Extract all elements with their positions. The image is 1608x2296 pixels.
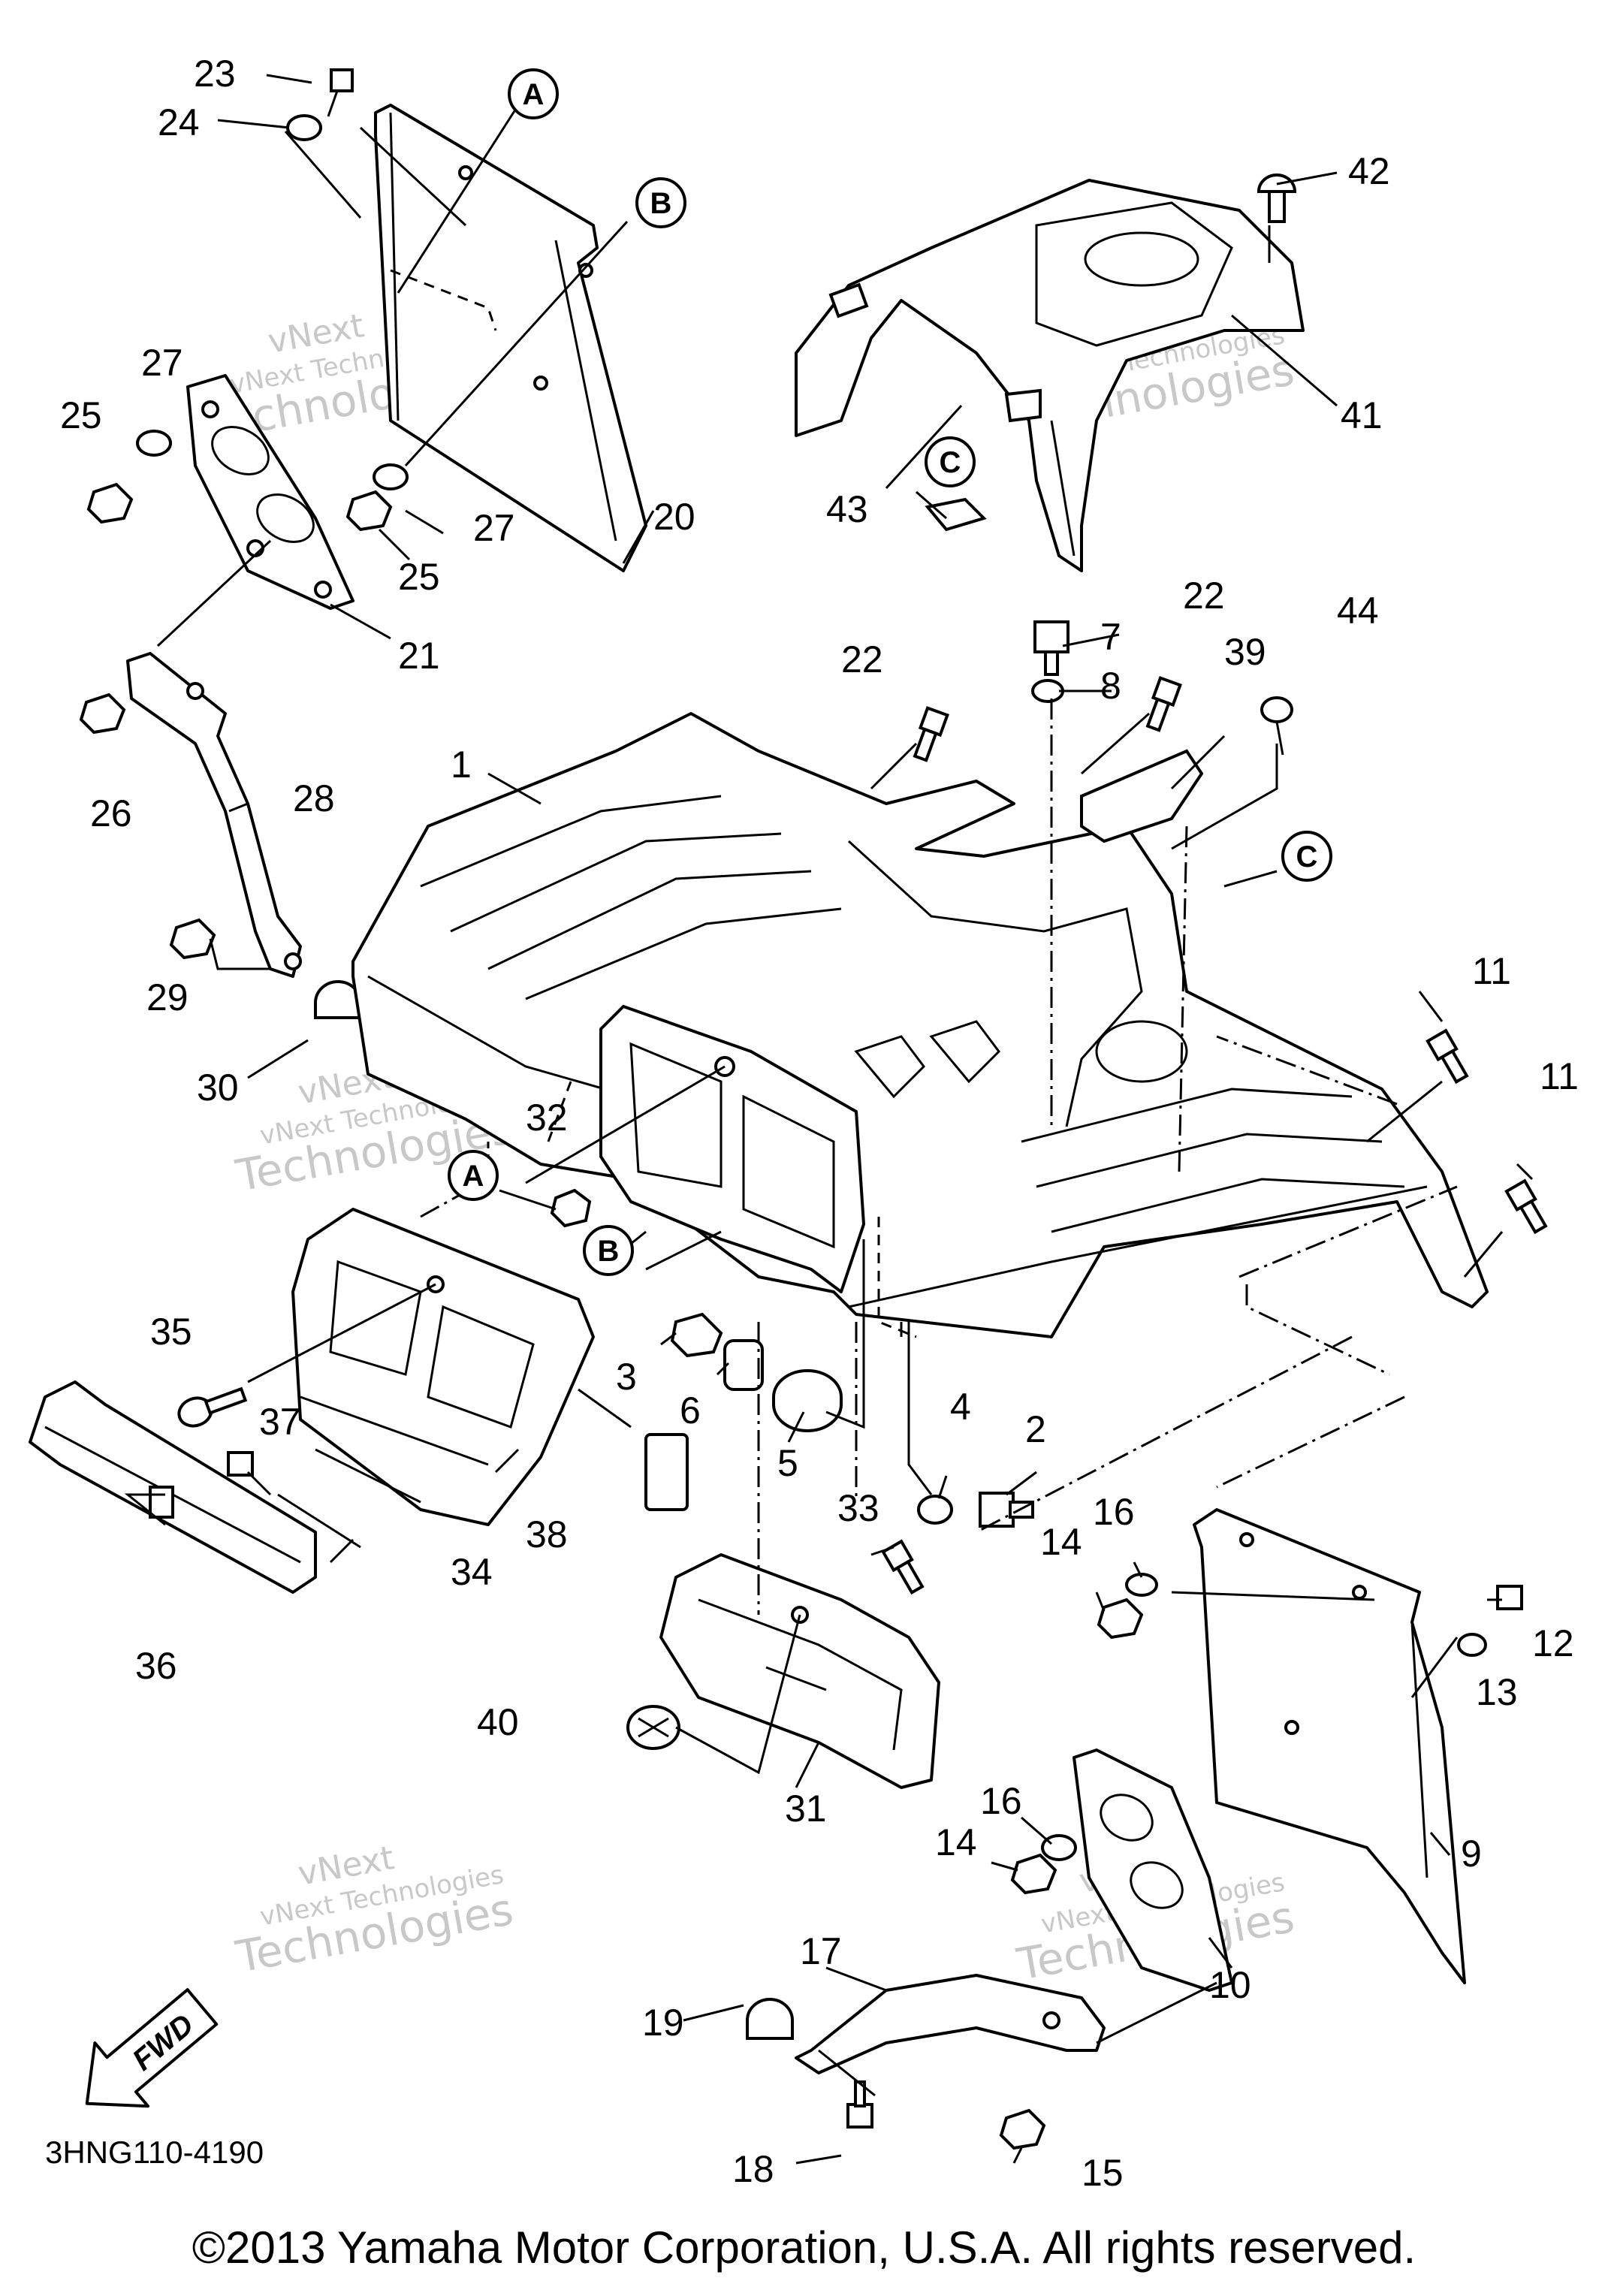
callout-26: 26 bbox=[90, 792, 132, 834]
copyright-notice: ©2013 Yamaha Motor Corporation, U.S.A. A… bbox=[192, 2222, 1416, 2273]
part-34-headlight-cover bbox=[291, 1208, 595, 1526]
callout-31: 31 bbox=[785, 1788, 827, 1830]
svg-text:B: B bbox=[650, 187, 672, 220]
ref-a-mid: A bbox=[448, 1150, 499, 1201]
ref-c-top: C bbox=[925, 436, 976, 487]
callout-16: 16 bbox=[980, 1780, 1022, 1822]
part-9-side-panel bbox=[1193, 1508, 1466, 1984]
callout-33: 33 bbox=[837, 1487, 879, 1529]
callout-4: 4 bbox=[950, 1386, 971, 1428]
callout-11: 11 bbox=[1540, 1055, 1579, 1097]
callout-12: 12 bbox=[1532, 1622, 1574, 1664]
callout-25: 25 bbox=[398, 556, 440, 598]
callout-14: 14 bbox=[1040, 1521, 1082, 1563]
part-38-clip bbox=[644, 1433, 689, 1511]
callout-24: 24 bbox=[158, 101, 200, 143]
callout-39: 39 bbox=[1224, 631, 1266, 673]
callout-44: 44 bbox=[1337, 590, 1379, 632]
callout-41: 41 bbox=[1341, 394, 1383, 436]
callout-17: 17 bbox=[800, 1930, 842, 1972]
callout-40: 40 bbox=[477, 1701, 519, 1743]
ref-a-top: A bbox=[508, 68, 559, 119]
left-hardware bbox=[79, 68, 409, 1019]
drawing-code: 3HNG110-4190 bbox=[45, 2135, 264, 2170]
callout-2: 2 bbox=[1025, 1408, 1046, 1450]
part-36-guard bbox=[29, 1380, 317, 1594]
part-28-stay bbox=[126, 652, 302, 978]
leader-lines bbox=[124, 74, 1534, 2165]
callout-8: 8 bbox=[1100, 665, 1121, 707]
callout-20: 20 bbox=[653, 496, 695, 538]
center-hardware bbox=[177, 620, 1548, 1595]
callout-25: 25 bbox=[60, 394, 102, 436]
svg-text:A: A bbox=[523, 78, 545, 111]
callout-1: 1 bbox=[451, 744, 472, 786]
callout-16: 16 bbox=[1093, 1491, 1135, 1533]
callout-9: 9 bbox=[1461, 1833, 1482, 1875]
callout-21: 21 bbox=[398, 635, 440, 677]
callout-3: 3 bbox=[616, 1356, 637, 1398]
svg-text:C: C bbox=[1296, 840, 1318, 873]
callout-23: 23 bbox=[194, 53, 236, 95]
part-21-bracket bbox=[186, 374, 354, 610]
callout-27: 27 bbox=[473, 507, 515, 549]
callout-7: 7 bbox=[1100, 616, 1121, 658]
callout-34: 34 bbox=[451, 1551, 493, 1593]
callout-32: 32 bbox=[526, 1097, 568, 1139]
callout-37: 37 bbox=[259, 1401, 301, 1443]
svg-text:B: B bbox=[598, 1235, 620, 1268]
part-1-front-fender bbox=[351, 712, 1489, 1338]
part-41-top-cover bbox=[795, 179, 1305, 572]
callout-38: 38 bbox=[526, 1513, 568, 1555]
callout-27: 27 bbox=[141, 342, 183, 384]
callout-35: 35 bbox=[150, 1311, 192, 1353]
fwd-arrow: FWD bbox=[85, 1988, 219, 2108]
callout-36: 36 bbox=[135, 1645, 177, 1687]
callout-29: 29 bbox=[146, 976, 189, 1018]
part-17-stay bbox=[795, 1974, 1106, 2074]
part-20-side-panel bbox=[374, 104, 647, 572]
callout-22: 22 bbox=[1183, 575, 1225, 617]
callout-13: 13 bbox=[1476, 1671, 1518, 1713]
callout-5: 5 bbox=[777, 1442, 798, 1484]
part-40-bolt bbox=[626, 1705, 680, 1750]
svg-text:A: A bbox=[463, 1160, 484, 1193]
ref-b-top: B bbox=[635, 177, 686, 228]
callout-43: 43 bbox=[826, 488, 868, 530]
callout-28: 28 bbox=[293, 777, 335, 819]
callout-22: 22 bbox=[841, 638, 883, 680]
top-hardware bbox=[925, 173, 1297, 532]
callout-18: 18 bbox=[732, 2148, 774, 2190]
callout-30: 30 bbox=[197, 1067, 239, 1109]
callout-numbers: 23 24 27 25 27 25 20 21 28 26 29 30 1 22… bbox=[60, 53, 1579, 2194]
part-10-bracket bbox=[1073, 1748, 1233, 1992]
ref-b-mid: B bbox=[583, 1225, 634, 1276]
svg-text:C: C bbox=[940, 446, 961, 479]
ref-markers: A B C C A B bbox=[448, 68, 1332, 1276]
callout-15: 15 bbox=[1082, 2152, 1124, 2194]
callout-10: 10 bbox=[1209, 1964, 1251, 2006]
callout-11: 11 bbox=[1472, 950, 1511, 992]
ref-c-mid: C bbox=[1281, 831, 1332, 882]
callout-6: 6 bbox=[680, 1389, 701, 1432]
callout-14: 14 bbox=[935, 1821, 977, 1863]
part-31-headlight-box bbox=[659, 1553, 940, 1789]
callout-19: 19 bbox=[642, 2002, 684, 2044]
callout-42: 42 bbox=[1348, 150, 1390, 192]
right-hardware bbox=[746, 1573, 1523, 2150]
